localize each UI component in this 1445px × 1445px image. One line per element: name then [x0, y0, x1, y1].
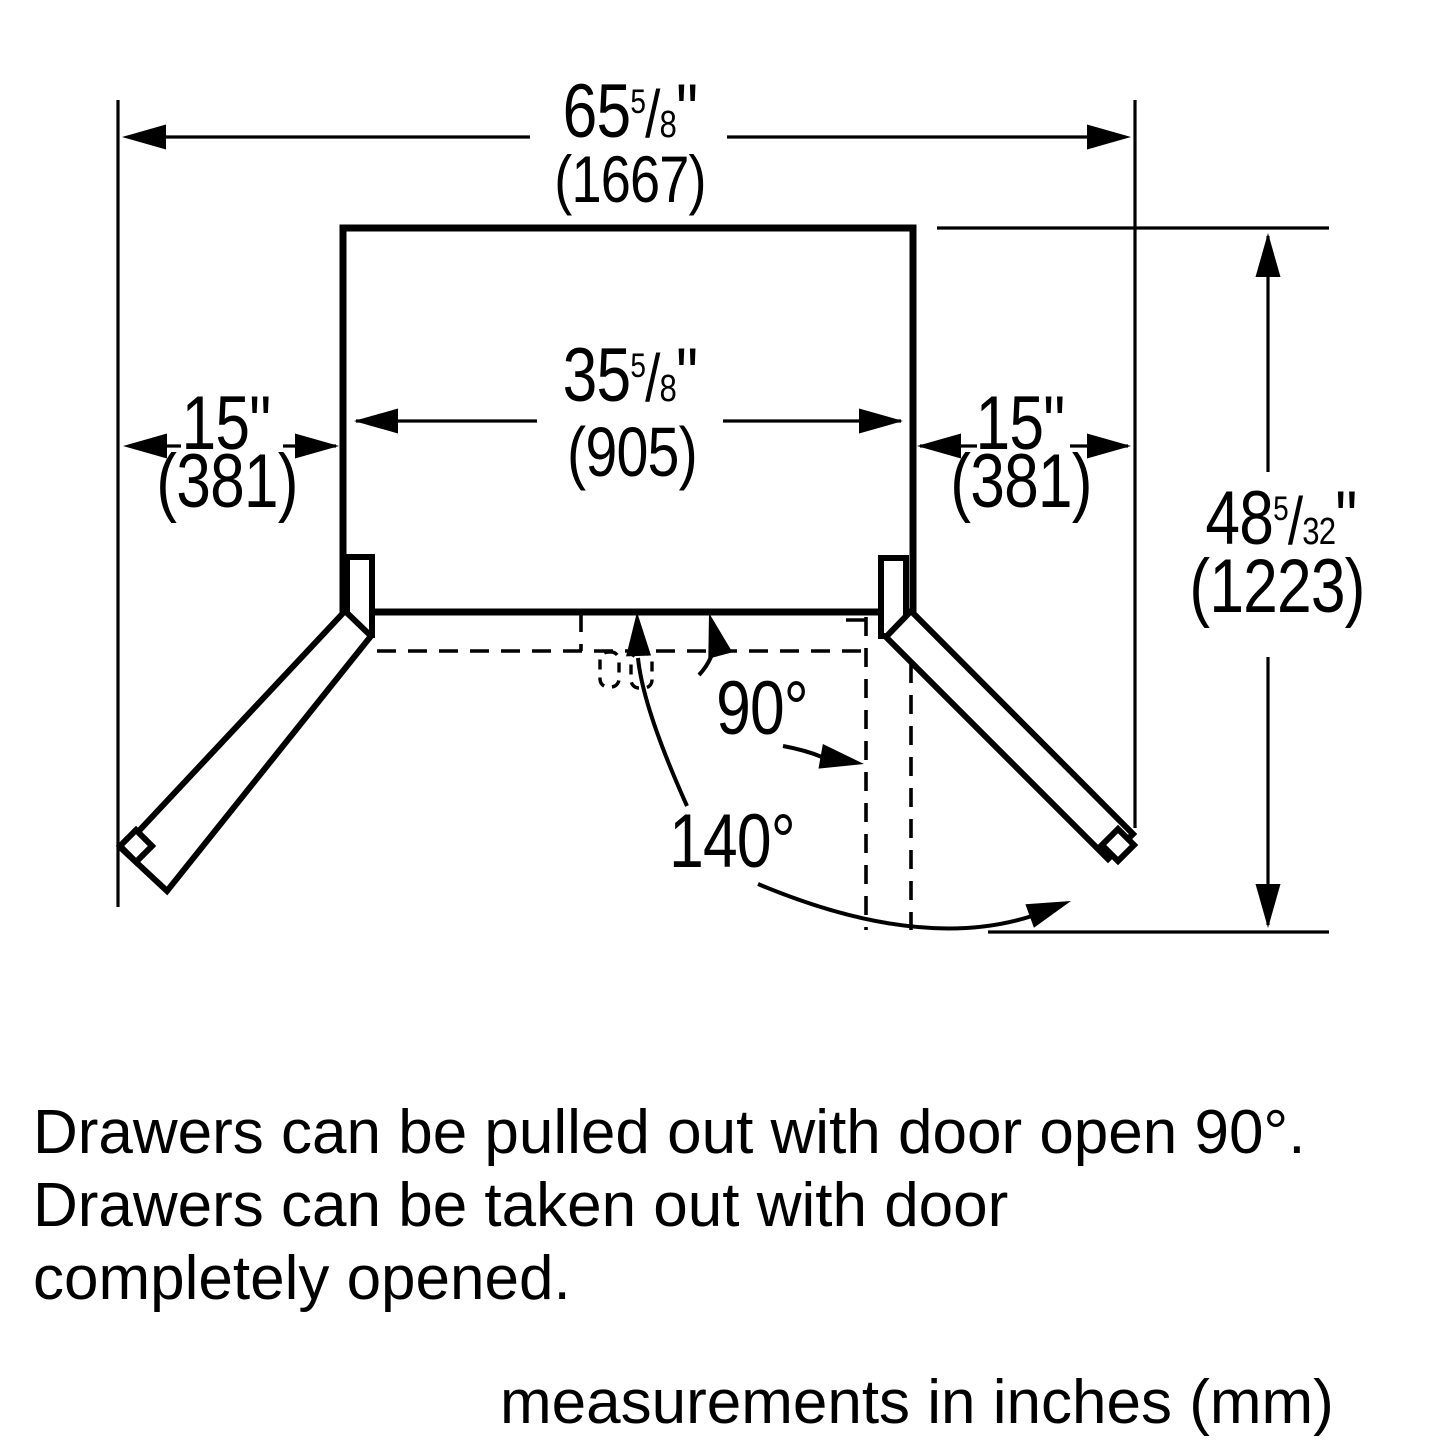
fraction-denominator: 8 [659, 104, 677, 146]
dim-total-width-mm: (1667) [554, 142, 706, 216]
inch-mark: " [676, 69, 698, 154]
dim-left-door-mm: (381) [156, 439, 298, 524]
fraction-slash: / [1287, 484, 1303, 559]
left-door-open [117, 606, 376, 896]
angle-90-pointer-line [782, 744, 823, 759]
dim-cabinet-width-inches: 355/8" [563, 338, 699, 416]
note-line: Drawers can be pulled out with door open… [33, 1098, 1306, 1167]
arrowhead-up [1255, 233, 1281, 277]
fraction-numerator: 5 [1273, 490, 1289, 528]
dim-cabinet-width-mm: (905) [567, 413, 698, 491]
angle-140-leader-line [636, 657, 689, 807]
fraction-numerator: 5 [630, 347, 646, 385]
angle-90-leader-arrowhead [708, 613, 733, 659]
fraction-slash: / [645, 341, 660, 416]
arrowhead-right [295, 433, 339, 459]
arrowhead-down [1255, 884, 1281, 928]
angle-90-label: 90° [716, 666, 809, 751]
dim-right-door-inches: 15" [975, 381, 1066, 466]
note-text: Drawers can be pulled out with door open… [33, 1096, 1305, 1315]
right-door-handle [1097, 824, 1139, 866]
inch-mark: " [676, 333, 698, 418]
fraction-slash: / [645, 77, 660, 152]
dashed-handle-outline [598, 650, 621, 689]
dim-left-door-inches: 15" [181, 381, 272, 466]
arrowhead-right [1087, 433, 1131, 459]
inch-mark: " [1335, 476, 1357, 561]
dim-value: 35 [562, 333, 632, 418]
dim-value: 48 [1205, 476, 1274, 561]
note-line: Drawers can be taken out with door [33, 1171, 1009, 1240]
arrowhead-left [123, 433, 167, 459]
left-door-handle [115, 825, 157, 867]
door-swing-arc [757, 882, 1033, 931]
fraction-denominator: 8 [659, 368, 677, 410]
arrowhead-right [859, 408, 903, 434]
dim-total-width-inches: 655/8" [563, 74, 699, 152]
angle-140-label: 140° [669, 799, 795, 884]
arrowhead-left [917, 433, 961, 459]
fraction-numerator: 5 [630, 83, 646, 121]
dim-value: 65 [562, 69, 632, 154]
arrowhead-left [122, 124, 166, 150]
angle-90-pointer-arrowhead [818, 744, 864, 769]
angle-140-leader-arrowhead [626, 612, 652, 657]
arrowhead-left [354, 408, 398, 434]
arrowhead-right [1087, 124, 1131, 150]
note-line: completely opened. [33, 1244, 571, 1313]
dim-right-door-mm: (381) [950, 439, 1092, 524]
footer-note: measurements in inches (mm) [500, 1368, 1334, 1437]
dim-depth-inches: 485/32" [1205, 481, 1357, 559]
dim-depth-mm: (1223) [1189, 544, 1365, 629]
door-swing-arrowhead [1025, 901, 1071, 928]
right-door-open [881, 606, 1138, 864]
fraction-denominator: 32 [1302, 511, 1336, 553]
